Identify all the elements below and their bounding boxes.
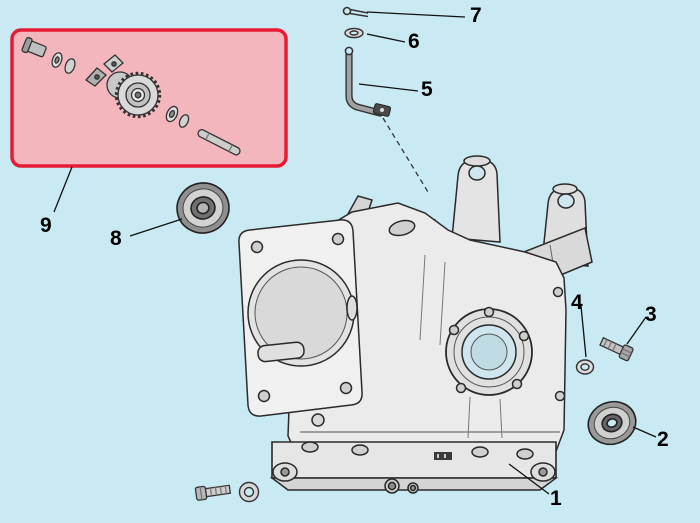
callout-4[interactable]: 4 [571,291,583,314]
bolt-3-drawing [599,336,634,362]
leader-lines [53,11,657,495]
callout-8[interactable]: 8 [110,227,122,250]
drain-bolt-drawing [194,484,232,501]
oil-seal-2-drawing [587,400,637,446]
callout-1[interactable]: 1 [550,487,562,510]
callout-7[interactable]: 7 [470,4,482,27]
assembly-guide-dashed-line [382,117,429,193]
governor-arm-drawing [344,46,392,117]
callout-3[interactable]: 3 [645,303,657,326]
callout-2[interactable]: 2 [657,428,669,451]
washer-4-drawing [575,359,595,375]
oil-seal-8-drawing [176,182,230,234]
governor-assembly-drawing [21,36,241,156]
drain-washer-drawing [238,481,260,503]
crankcase-drawing [238,155,593,494]
callout-9[interactable]: 9 [40,214,52,237]
washer-6-drawing [344,27,364,39]
callout-5[interactable]: 5 [421,78,433,101]
callout-6[interactable]: 6 [408,30,420,53]
cotter-pin-drawing [342,6,369,18]
